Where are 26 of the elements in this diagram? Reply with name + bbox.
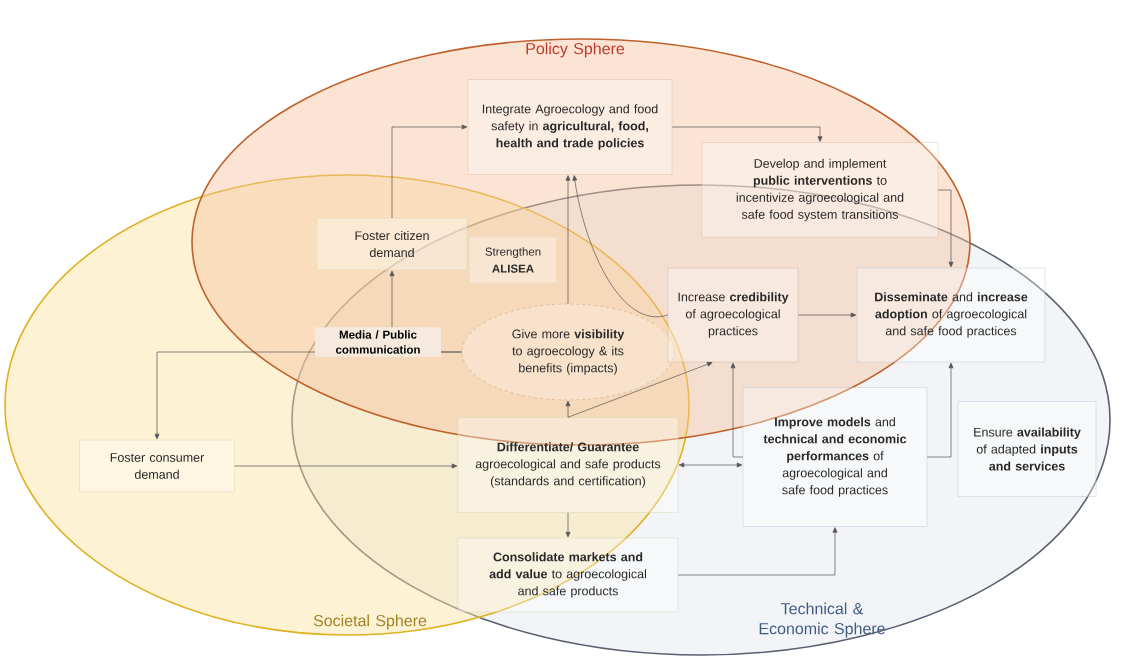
process-box: Ensure availability of adapted inputs and services [957, 401, 1097, 497]
arrow [677, 527, 838, 576]
process-box: Integrate Agroecology and food safety in agricultural, food, health and trade policies [467, 79, 673, 175]
arrow [797, 312, 857, 318]
arrow [234, 463, 458, 469]
process-box: Develop and implement public interventions to incentivize agroecological and safe food system transitions [701, 142, 939, 238]
process-box: Strengthen ALISEA [469, 237, 557, 283]
arrow [926, 362, 954, 458]
process-box: Increase credibility of agroecological practices [667, 267, 799, 363]
arrow [671, 126, 823, 142]
process-box: Improve models and technical and economic performances of agroecological and safe food practices [742, 387, 928, 527]
edge-label: Media / Public communication [315, 327, 441, 357]
process-box: Differentiate/ Guarantee agroecological and safe products (standards and certification) [457, 417, 679, 513]
sphere-label: Societal Sphere [313, 614, 427, 630]
sphere-label: Technical & Economic Sphere [759, 602, 885, 638]
process-box: Foster consumer demand [79, 439, 235, 493]
arrow [678, 462, 743, 468]
arrow [572, 175, 669, 318]
arrow [730, 362, 744, 458]
arrow [567, 361, 713, 418]
arrow [937, 189, 954, 268]
sphere-label: Policy Sphere [526, 42, 625, 58]
arrow [565, 175, 571, 305]
arrow [565, 512, 571, 538]
arrow [565, 400, 571, 418]
arrow [391, 124, 468, 219]
